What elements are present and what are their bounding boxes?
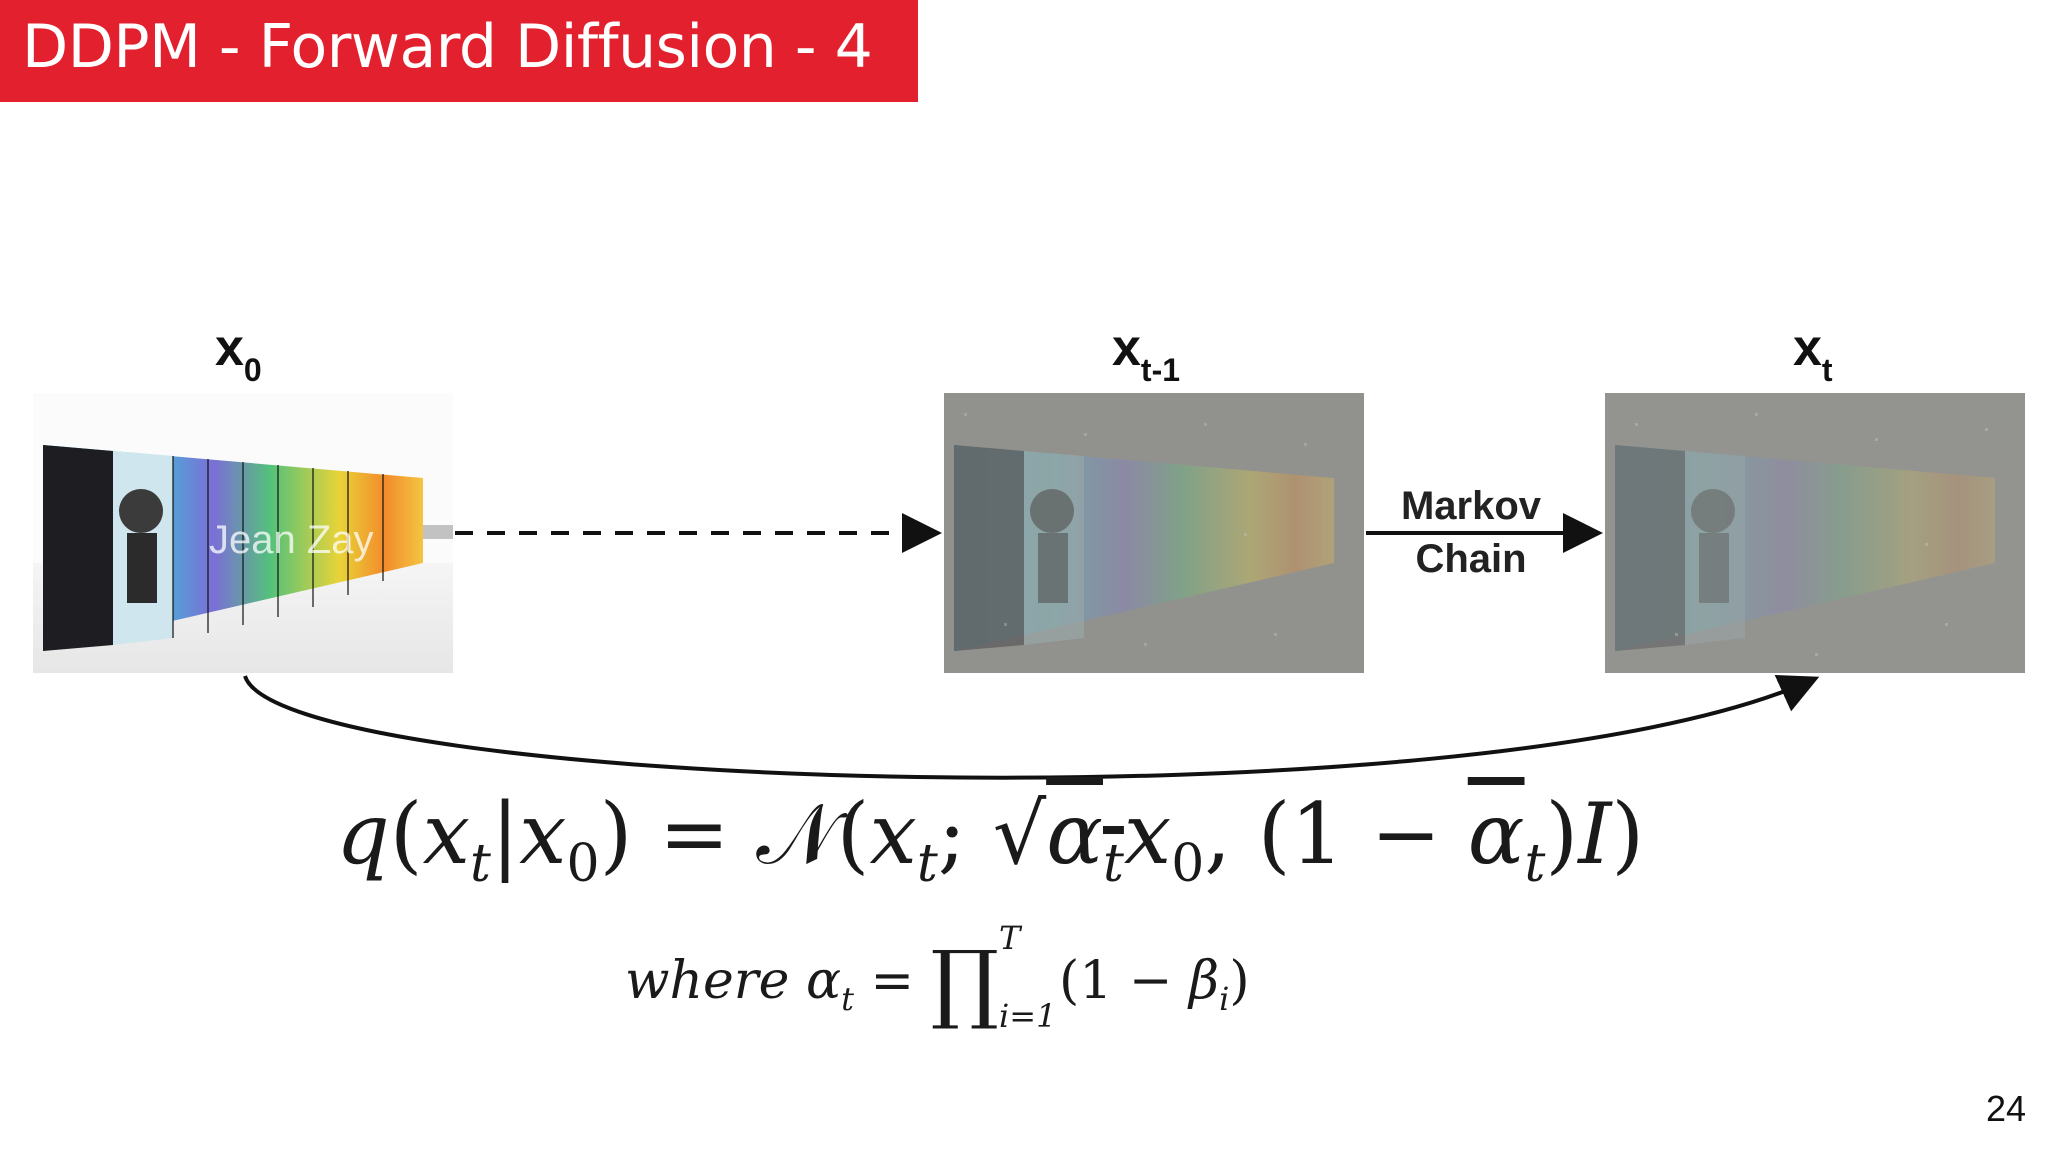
markov-chain-line1: Markov [1400, 484, 1542, 528]
image-x0-caption: Jean Zay [209, 518, 374, 562]
formula-close-paren: ) = [599, 785, 757, 883]
formula-q: q [336, 785, 390, 883]
label-x0-base: x [215, 319, 244, 377]
formula-t-3: t [1103, 834, 1124, 894]
image-x0-supercomputer: Jean Zay [33, 393, 453, 673]
image-xt-noisy [1605, 393, 2025, 673]
formula-x-2: x [519, 785, 567, 883]
formula-x-3: x [869, 785, 917, 883]
label-xt-base: x [1793, 319, 1822, 377]
formula-sqrt-body: αt [1046, 785, 1124, 890]
formula-one-minus: (1 − [1257, 785, 1468, 883]
formula-normal: 𝒩 [756, 785, 837, 883]
formula-t-4: t [1524, 834, 1546, 894]
image-xt-minus-1-noisy [944, 393, 1364, 673]
image-xt-drawing [1605, 393, 2025, 673]
formula-t: t [469, 834, 491, 894]
product-upper-limit: T [999, 919, 1021, 957]
page-number: 24 [1986, 1088, 2027, 1129]
formula-x-4: x [1123, 785, 1172, 883]
formula-close-paren-2: ) [1545, 785, 1579, 883]
formula-semicolon: ; √ [937, 785, 1047, 883]
formula-t-2: t [916, 834, 938, 894]
product-lower-limit: i=1 [999, 997, 1057, 1035]
label-xt: xt [1793, 322, 1833, 386]
where-beta: β [1189, 951, 1220, 1011]
where-equals: = [853, 951, 931, 1011]
label-xt-sub: t [1821, 352, 1833, 388]
formula-close-paren-3: ) [1611, 785, 1645, 883]
markov-chain-line2: Chain [1415, 537, 1527, 581]
formula-alpha-bar: α [1046, 785, 1103, 883]
title-banner: DDPM - Forward Diffusion - 4 [0, 0, 918, 102]
label-x0: x0 [215, 322, 262, 386]
label-xt-minus-1-base: x [1112, 319, 1141, 377]
where-space [789, 951, 806, 1011]
formula-zero: 0 [566, 834, 600, 894]
formula-x: x [422, 785, 470, 883]
formula-comma: , [1204, 785, 1258, 883]
formula-zero-2: 0 [1171, 834, 1205, 894]
formula-alpha-bar-2: α [1467, 785, 1525, 883]
formula-bar-sep: | [490, 785, 520, 883]
where-i: i [1219, 980, 1230, 1018]
forward-diffusion-formula: q(xt|x0) = 𝒩(xt; √αtx0, (1 − αt)I) [336, 792, 1644, 902]
where-close-paren: ) [1229, 951, 1250, 1011]
where-word: where [625, 951, 790, 1011]
slide-title: DDPM - Forward Diffusion - 4 [22, 12, 873, 82]
label-xt-minus-1-sub: t-1 [1140, 352, 1181, 388]
where-alpha-bar: α [805, 951, 842, 1011]
where-one-minus: (1 − [1059, 951, 1190, 1011]
formula-open-paren-2: ( [836, 785, 870, 883]
label-x0-sub: 0 [243, 352, 262, 388]
direct-arrow-x0-to-xt [243, 674, 1820, 780]
formula-open-paren: ( [389, 785, 423, 883]
product-symbol: ∏ [930, 933, 1000, 1033]
markov-chain-label: Markov Chain [1376, 480, 1566, 586]
label-xt-minus-1: xt-1 [1112, 322, 1180, 386]
where-t: t [841, 980, 854, 1018]
image-x0-drawing: Jean Zay [33, 393, 453, 673]
image-xt-minus-1-drawing [944, 393, 1364, 673]
formula-identity: I [1578, 785, 1612, 883]
